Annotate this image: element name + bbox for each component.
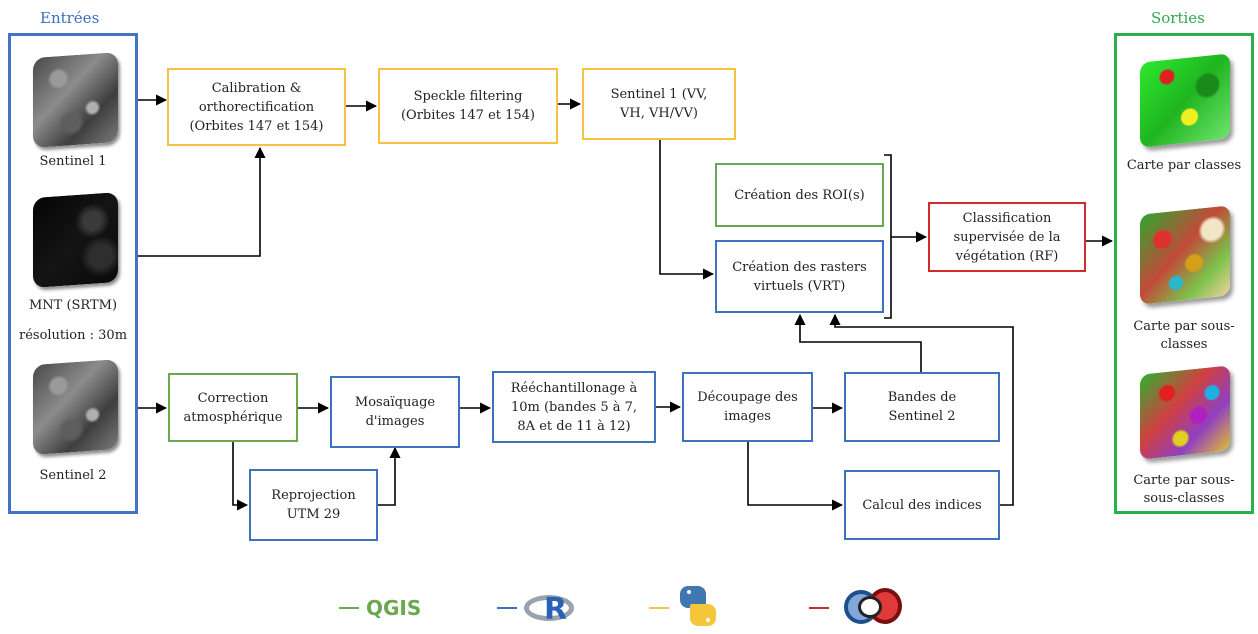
mosaic-line2: d'images: [365, 414, 425, 429]
map-subsubclasses-image: [1140, 365, 1230, 460]
mnt-resolution-label: résolution : 30m: [18, 328, 128, 343]
classification-line1: Classification: [962, 210, 1052, 226]
arrow-s1bands-vrt: [659, 140, 715, 280]
indices-line1: Calcul des indices: [862, 497, 982, 513]
roi-box: Création des ROI(s): [715, 163, 884, 227]
classification-box: Classification supervisée de la végétati…: [928, 202, 1086, 272]
bandes-line1: Bandes de: [887, 390, 957, 405]
arrow-reproj-mosaic: [378, 446, 401, 506]
legend-python-line: [649, 607, 669, 609]
mosaic-box: Mosaïquage d'images: [330, 376, 460, 448]
calibration-line2: orthorectification: [198, 99, 315, 115]
classification-line2: supervisée de la: [953, 229, 1061, 245]
r-logo-icon: R: [524, 590, 582, 630]
legend-otb-line: [809, 607, 829, 609]
reprojection-line2: UTM 29: [286, 507, 341, 522]
arrow-decoupage-indices: [747, 442, 844, 511]
correction-line1: Correction: [197, 390, 269, 406]
arrow-mnt-calibration: [138, 146, 266, 257]
arrow-correction-reproj: [232, 442, 249, 511]
speckle-line1: Speckle filtering: [413, 89, 523, 104]
roi-vrt-bracket: [884, 154, 892, 319]
mnt-label: MNT (SRTM): [28, 298, 118, 313]
otb-logo-icon: [840, 582, 910, 630]
correction-box: Correction atmosphérique: [168, 373, 298, 442]
r-logo-text: R: [544, 592, 568, 627]
classification-line3: végétation (RF): [955, 248, 1059, 264]
decoupage-line2: images: [724, 409, 771, 424]
bandes-box: Bandes de Sentinel 2: [844, 372, 1000, 442]
correction-line2: atmosphérique: [183, 409, 283, 425]
speckle-line2: (Orbites 147 et 154): [400, 108, 536, 123]
sentinel2-image: [33, 359, 118, 455]
calibration-box: Calibration & orthorectification (Orbite…: [167, 68, 346, 146]
resample-line3: 8A et de 11 à 12): [517, 418, 631, 434]
roi-line1: Création des ROI(s): [734, 187, 865, 203]
inputs-title: Entrées: [40, 9, 100, 27]
outputs-title: Sorties: [1151, 9, 1205, 27]
arrow-indices-vrt: [829, 313, 1014, 506]
vrt-box: Création des rasters virtuels (VRT): [715, 240, 884, 313]
inputs-frame: [8, 33, 138, 514]
sentinel1-label: Sentinel 1: [39, 154, 107, 169]
decoupage-line1: Découpage des: [697, 390, 798, 405]
map-classes-label: Carte par classes: [1126, 158, 1242, 173]
sentinel2-label: Sentinel 2: [39, 468, 107, 483]
outputs-frame: [1114, 33, 1254, 514]
resample-box: Rééchantillonage à 10m (bandes 5 à 7, 8A…: [492, 371, 656, 443]
vrt-line1: Création des rasters: [732, 259, 867, 275]
python-logo-icon: [676, 584, 720, 628]
mnt-image: [33, 192, 118, 288]
bandes-line2: Sentinel 2: [888, 409, 956, 424]
map-subclasses-label-2: classes: [1160, 337, 1208, 352]
map-subclasses-label-1: Carte par sous-: [1133, 319, 1235, 334]
vrt-line2: virtuels (VRT): [753, 278, 846, 294]
legend-r-line: [497, 607, 517, 609]
map-subsubclasses-label-2: sous-classes: [1143, 491, 1225, 506]
arrow-bandes-vrt: [794, 313, 922, 372]
resample-line2: 10m (bandes 5 à 7,: [510, 399, 638, 415]
resample-line1: Rééchantillonage à: [510, 380, 638, 396]
qgis-logo-text: QGIS: [366, 596, 422, 620]
reprojection-box: Reprojection UTM 29: [249, 469, 378, 541]
mosaic-line1: Mosaïquage: [354, 395, 436, 410]
map-subclasses-image: [1140, 205, 1230, 305]
s1-bands-box: Sentinel 1 (VV, VH, VH/VV): [582, 68, 736, 140]
reprojection-line1: Reprojection: [271, 488, 356, 503]
calibration-line1: Calibration &: [211, 80, 302, 96]
map-subsubclasses-label-1: Carte par sous-: [1133, 473, 1235, 488]
sentinel1-image: [33, 52, 118, 148]
decoupage-box: Découpage des images: [682, 372, 813, 442]
calibration-line3: (Orbites 147 et 154): [189, 118, 324, 134]
s1-bands-line1: Sentinel 1 (VV,: [610, 87, 708, 102]
indices-box: Calcul des indices: [844, 470, 1000, 540]
speckle-box: Speckle filtering (Orbites 147 et 154): [378, 68, 558, 144]
map-classes-image: [1140, 53, 1230, 148]
s1-bands-line2: VH, VH/VV): [620, 106, 698, 121]
legend-qgis-line: [339, 607, 359, 609]
